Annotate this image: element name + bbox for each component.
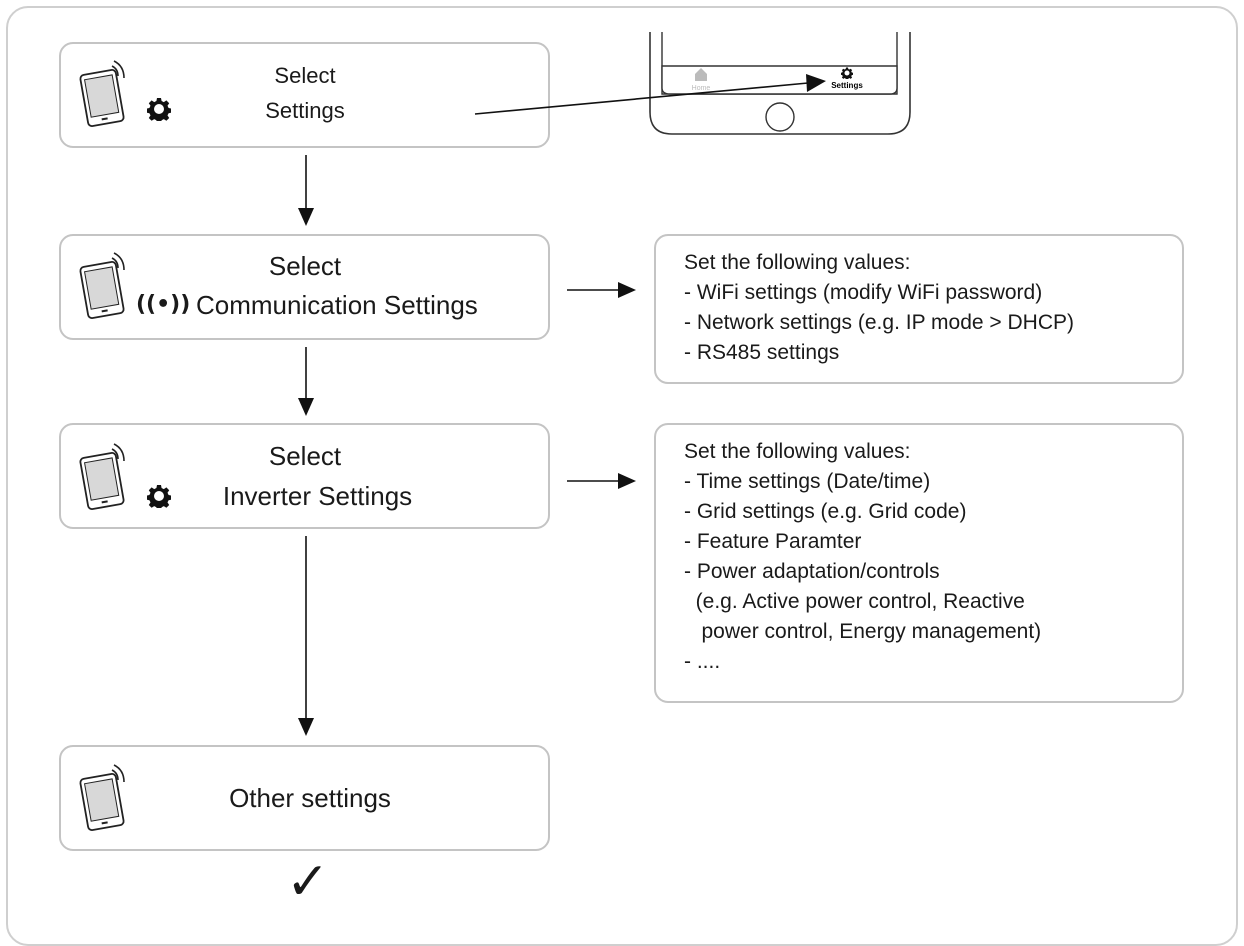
step-inverter-settings: [59, 423, 550, 529]
info-line: - Power adaptation/controls: [684, 560, 940, 583]
step-communication-settings: [59, 234, 550, 340]
checkmark-icon: ✓: [286, 852, 330, 912]
info-line: - Feature Paramter: [684, 530, 862, 553]
step-other-settings: [59, 745, 550, 851]
info-line: - Network settings (e.g. IP mode > DHCP): [684, 311, 1074, 334]
step-4-line-1: Other settings: [229, 783, 391, 813]
step-select-settings: [59, 42, 550, 148]
info-box-inverter: Set the following values: - Time setting…: [654, 423, 1184, 703]
info-line: - Grid settings (e.g. Grid code): [684, 500, 967, 523]
step-3-line-2: Inverter Settings: [222, 481, 413, 511]
home-icon: [695, 68, 707, 81]
step-3-line-1: Select: [268, 441, 342, 471]
info-line: (e.g. Active power control, Reactive: [684, 590, 1025, 613]
info-box-communication: Set the following values: - WiFi setting…: [654, 234, 1184, 384]
phone-home-button: [765, 102, 795, 132]
phone-mockup: Home Settings: [649, 32, 911, 135]
info-line: - WiFi settings (modify WiFi password): [684, 281, 1043, 304]
step-2-line-1: Select: [268, 251, 342, 281]
step-1-line-1: Select: [274, 63, 336, 88]
info-line: - Time settings (Date/time): [684, 470, 931, 493]
info-line: Set the following values:: [684, 440, 911, 463]
phone-home-label: Home: [692, 85, 711, 92]
broadcast-icon: ((•)): [136, 292, 191, 317]
info-line: - RS485 settings: [684, 341, 840, 364]
info-line: Set the following values:: [684, 251, 911, 274]
info-line: power control, Energy management): [684, 620, 1042, 643]
info-line: - ....: [684, 650, 721, 673]
phone-settings-label: Settings: [831, 81, 863, 90]
step-1-line-2: Settings: [265, 98, 345, 123]
step-2-line-2: Communication Settings: [196, 290, 478, 320]
